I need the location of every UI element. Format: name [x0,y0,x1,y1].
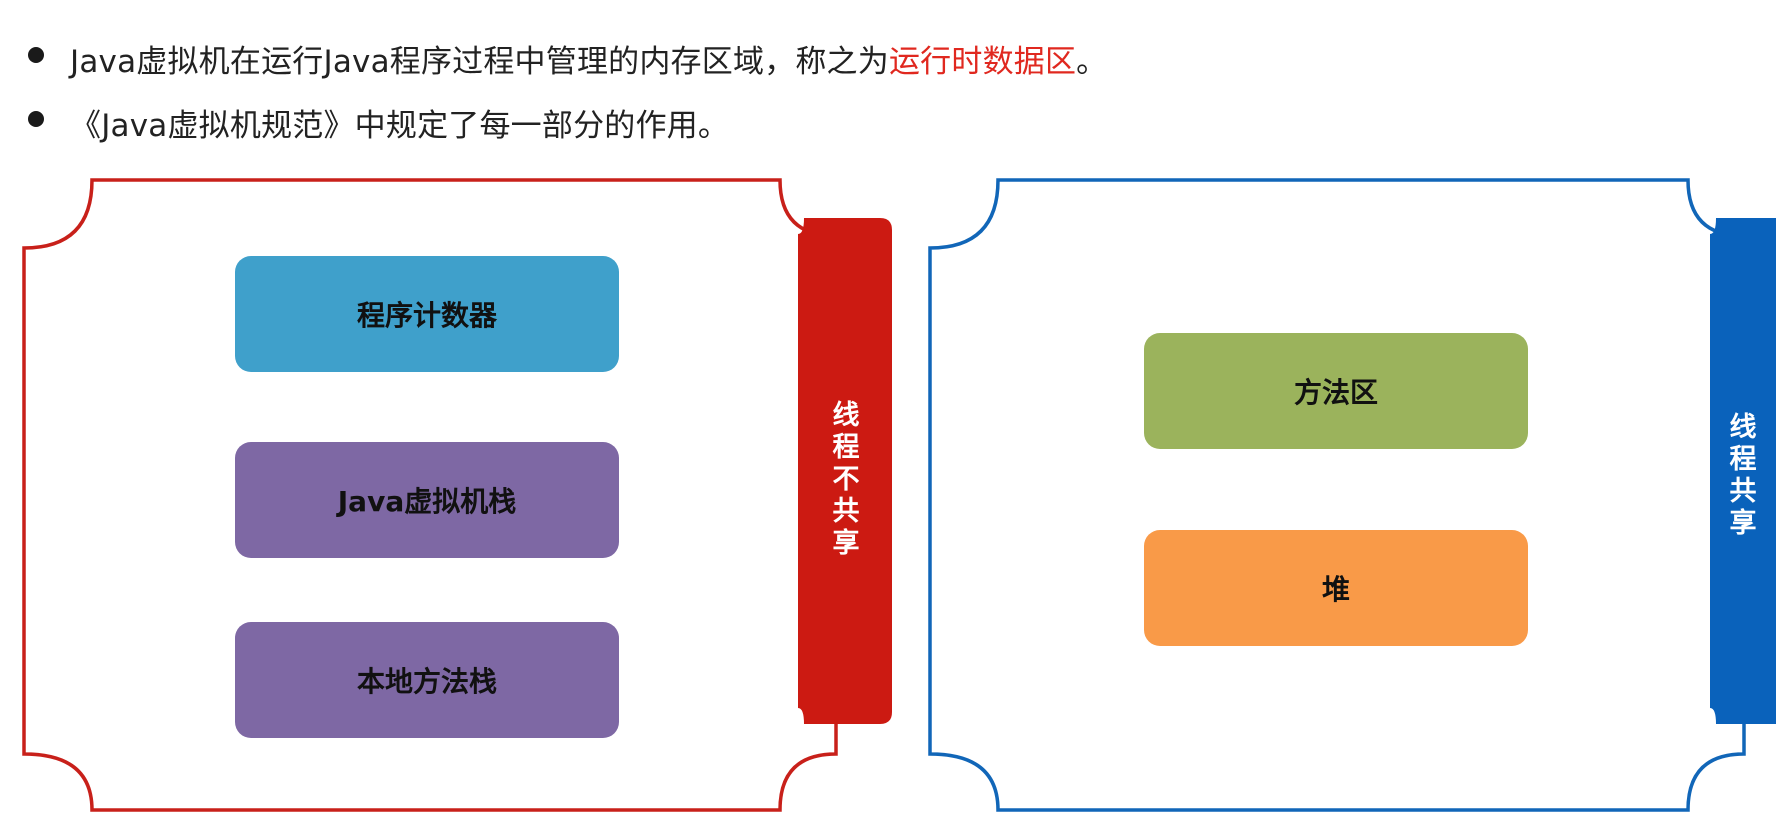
bullet-suffix: 。 [1076,44,1108,80]
heap-label: 堆 [1321,573,1350,606]
method-area-label: 方法区 [1293,376,1378,409]
program-counter-label: 程序计数器 [356,299,497,332]
native-method-stack-label: 本地方法栈 [356,665,497,698]
method-area-box: 方法区 [1144,333,1528,449]
bullet-dot-icon [28,111,44,127]
thread-shared-frame [928,178,1746,812]
bullet-dot-icon [28,47,44,63]
thread-shared-label: 线程共享 [1729,412,1757,539]
bullet-text: 《Java虚拟机规范》中规定了每一部分的作用。 [70,108,730,144]
bullet-text: Java虚拟机在运行Java程序过程中管理的内存区域，称之为 [70,44,889,80]
thread-private-bar [798,218,892,724]
program-counter-box: 程序计数器 [235,256,619,372]
jvm-stack-label: Java虚拟机栈 [337,485,517,518]
highlight-text: 运行时数据区 [888,44,1077,80]
native-method-stack-box: 本地方法栈 [235,622,619,738]
heap-box: 堆 [1144,530,1528,646]
thread-shared-bar [1710,218,1776,724]
jvm-stack-box: Java虚拟机栈 [235,442,619,558]
thread-private-label: 线程不共享 [832,400,860,559]
